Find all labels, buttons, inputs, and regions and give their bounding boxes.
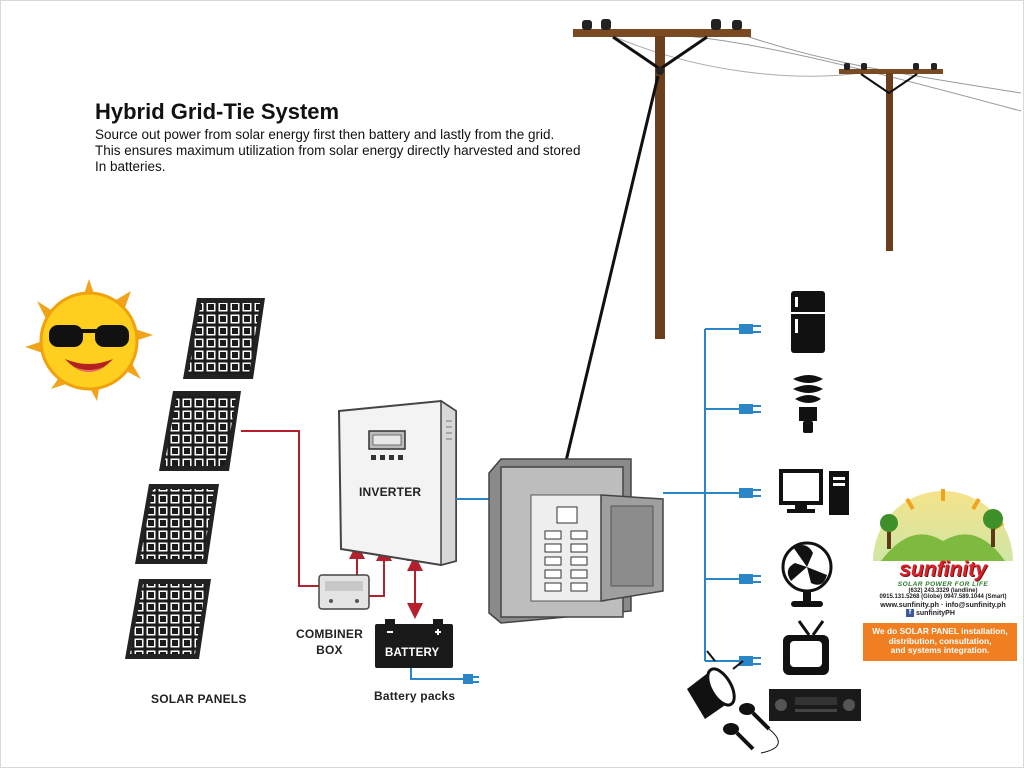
power-pole-icon: [573, 19, 1022, 339]
page-description: Source out power from solar energy first…: [95, 127, 635, 175]
inverter-unit: [337, 399, 457, 567]
plug-icon: [739, 574, 761, 584]
contact-phone: (632) 243.3329 (landline): [908, 588, 978, 594]
power-pole-icon: [839, 63, 943, 251]
breaker-panel: [488, 458, 664, 624]
brand-tagline: SOLAR POWER FOR LIFE: [897, 581, 989, 588]
battery-label: BATTERY: [385, 647, 440, 659]
sunfinity-logo: [873, 489, 1013, 561]
combiner-label-line: BOX: [316, 643, 343, 657]
contact-phone: 0915.131.5268 (Globe) 0947.589.1044 (Sma…: [879, 594, 1007, 600]
plug-icon: [739, 324, 761, 334]
description-line: This ensures maximum utilization from so…: [95, 143, 581, 158]
plug-icon: [739, 488, 761, 498]
combiner-box-label: COMBINER BOX: [296, 626, 363, 658]
page-title: Hybrid Grid-Tie System: [95, 99, 340, 124]
ac-distribution: [663, 328, 739, 662]
combiner-label-line: COMBINER: [296, 627, 363, 641]
solar-panel-icon: [125, 579, 211, 659]
facebook-icon: f: [906, 609, 914, 617]
speaker-icon: [687, 650, 744, 719]
battery-packs-label: Battery packs: [374, 689, 456, 703]
computer-icon: [779, 469, 849, 515]
fan-icon: [781, 541, 833, 607]
description-line: Source out power from solar energy first…: [95, 127, 555, 142]
grid-service-line: [564, 75, 660, 462]
plug-icon: [739, 404, 761, 414]
brand-name: sunfinity: [899, 558, 987, 581]
sun-icon: [25, 279, 153, 401]
plug-icon: [739, 656, 761, 666]
television-icon: [783, 620, 829, 675]
contact-web: www.sunfinity.ph · info@sunfinity.ph: [880, 600, 1006, 609]
combiner-box: [318, 574, 370, 610]
services-line: We do SOLAR PANEL installation,: [872, 626, 1008, 636]
solar-panel-icon: [159, 391, 241, 471]
refrigerator-icon: [791, 291, 825, 353]
microphone-icon: [739, 703, 779, 754]
services-banner: We do SOLAR PANEL installation, distribu…: [863, 623, 1017, 661]
solar-panel-icon: [183, 298, 265, 379]
amplifier-icon: [769, 689, 861, 721]
inverter-label: INVERTER: [359, 485, 422, 499]
solar-panel-icon: [135, 484, 219, 564]
light-bulb-icon: [793, 375, 823, 433]
description-line: In batteries.: [95, 159, 166, 174]
battery-icon: [375, 619, 453, 668]
plug-icon: [410, 668, 479, 684]
solar-panels-label: SOLAR PANELS: [151, 692, 247, 706]
facebook-text: sunfinityPH: [916, 609, 955, 617]
dc-wiring: [241, 430, 423, 619]
services-line: and systems integration.: [890, 645, 990, 655]
microphone-icon: [723, 723, 755, 751]
services-line: distribution, consultation,: [888, 635, 992, 646]
